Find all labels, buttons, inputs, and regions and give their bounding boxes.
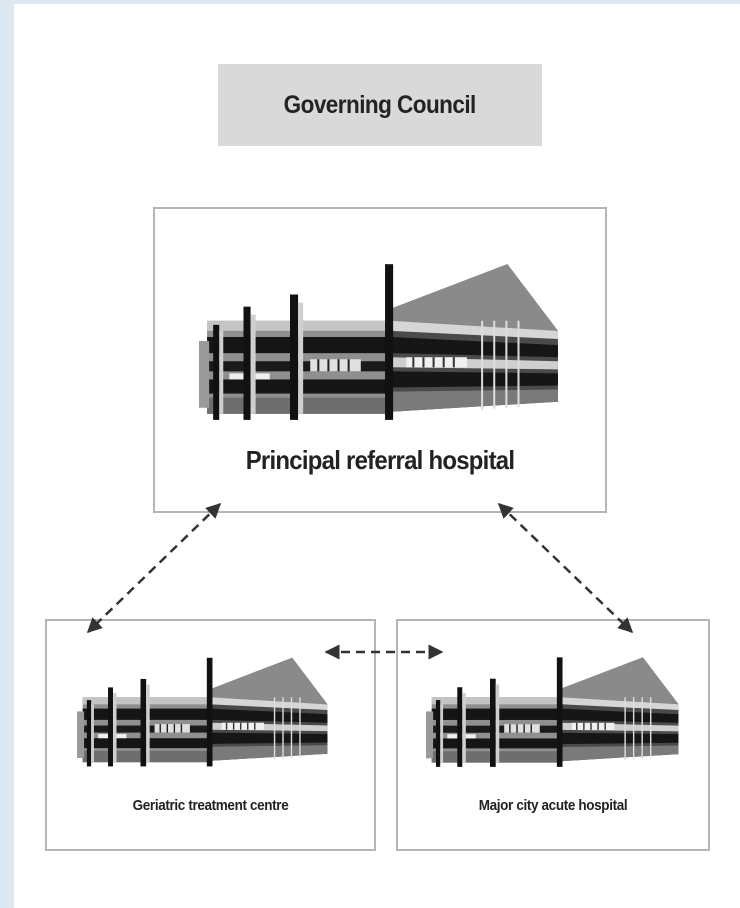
geriatric-centre-node: Geriatric treatment centre [45, 619, 376, 851]
principal-hospital-label: Principal referral hospital [245, 445, 515, 475]
governing-council-box: Governing Council [218, 64, 542, 146]
governing-council-label: Governing Council [283, 90, 477, 119]
hospital-building-icon [426, 651, 682, 769]
hospital-building-icon [199, 255, 563, 423]
acute-hospital-label: Major city acute hospital [478, 797, 628, 814]
hospital-building-icon [77, 651, 331, 769]
acute-hospital-node: Major city acute hospital [396, 619, 710, 851]
principal-hospital-node: Principal referral hospital [153, 207, 607, 513]
geriatric-centre-label: Geriatric treatment centre [132, 797, 289, 814]
